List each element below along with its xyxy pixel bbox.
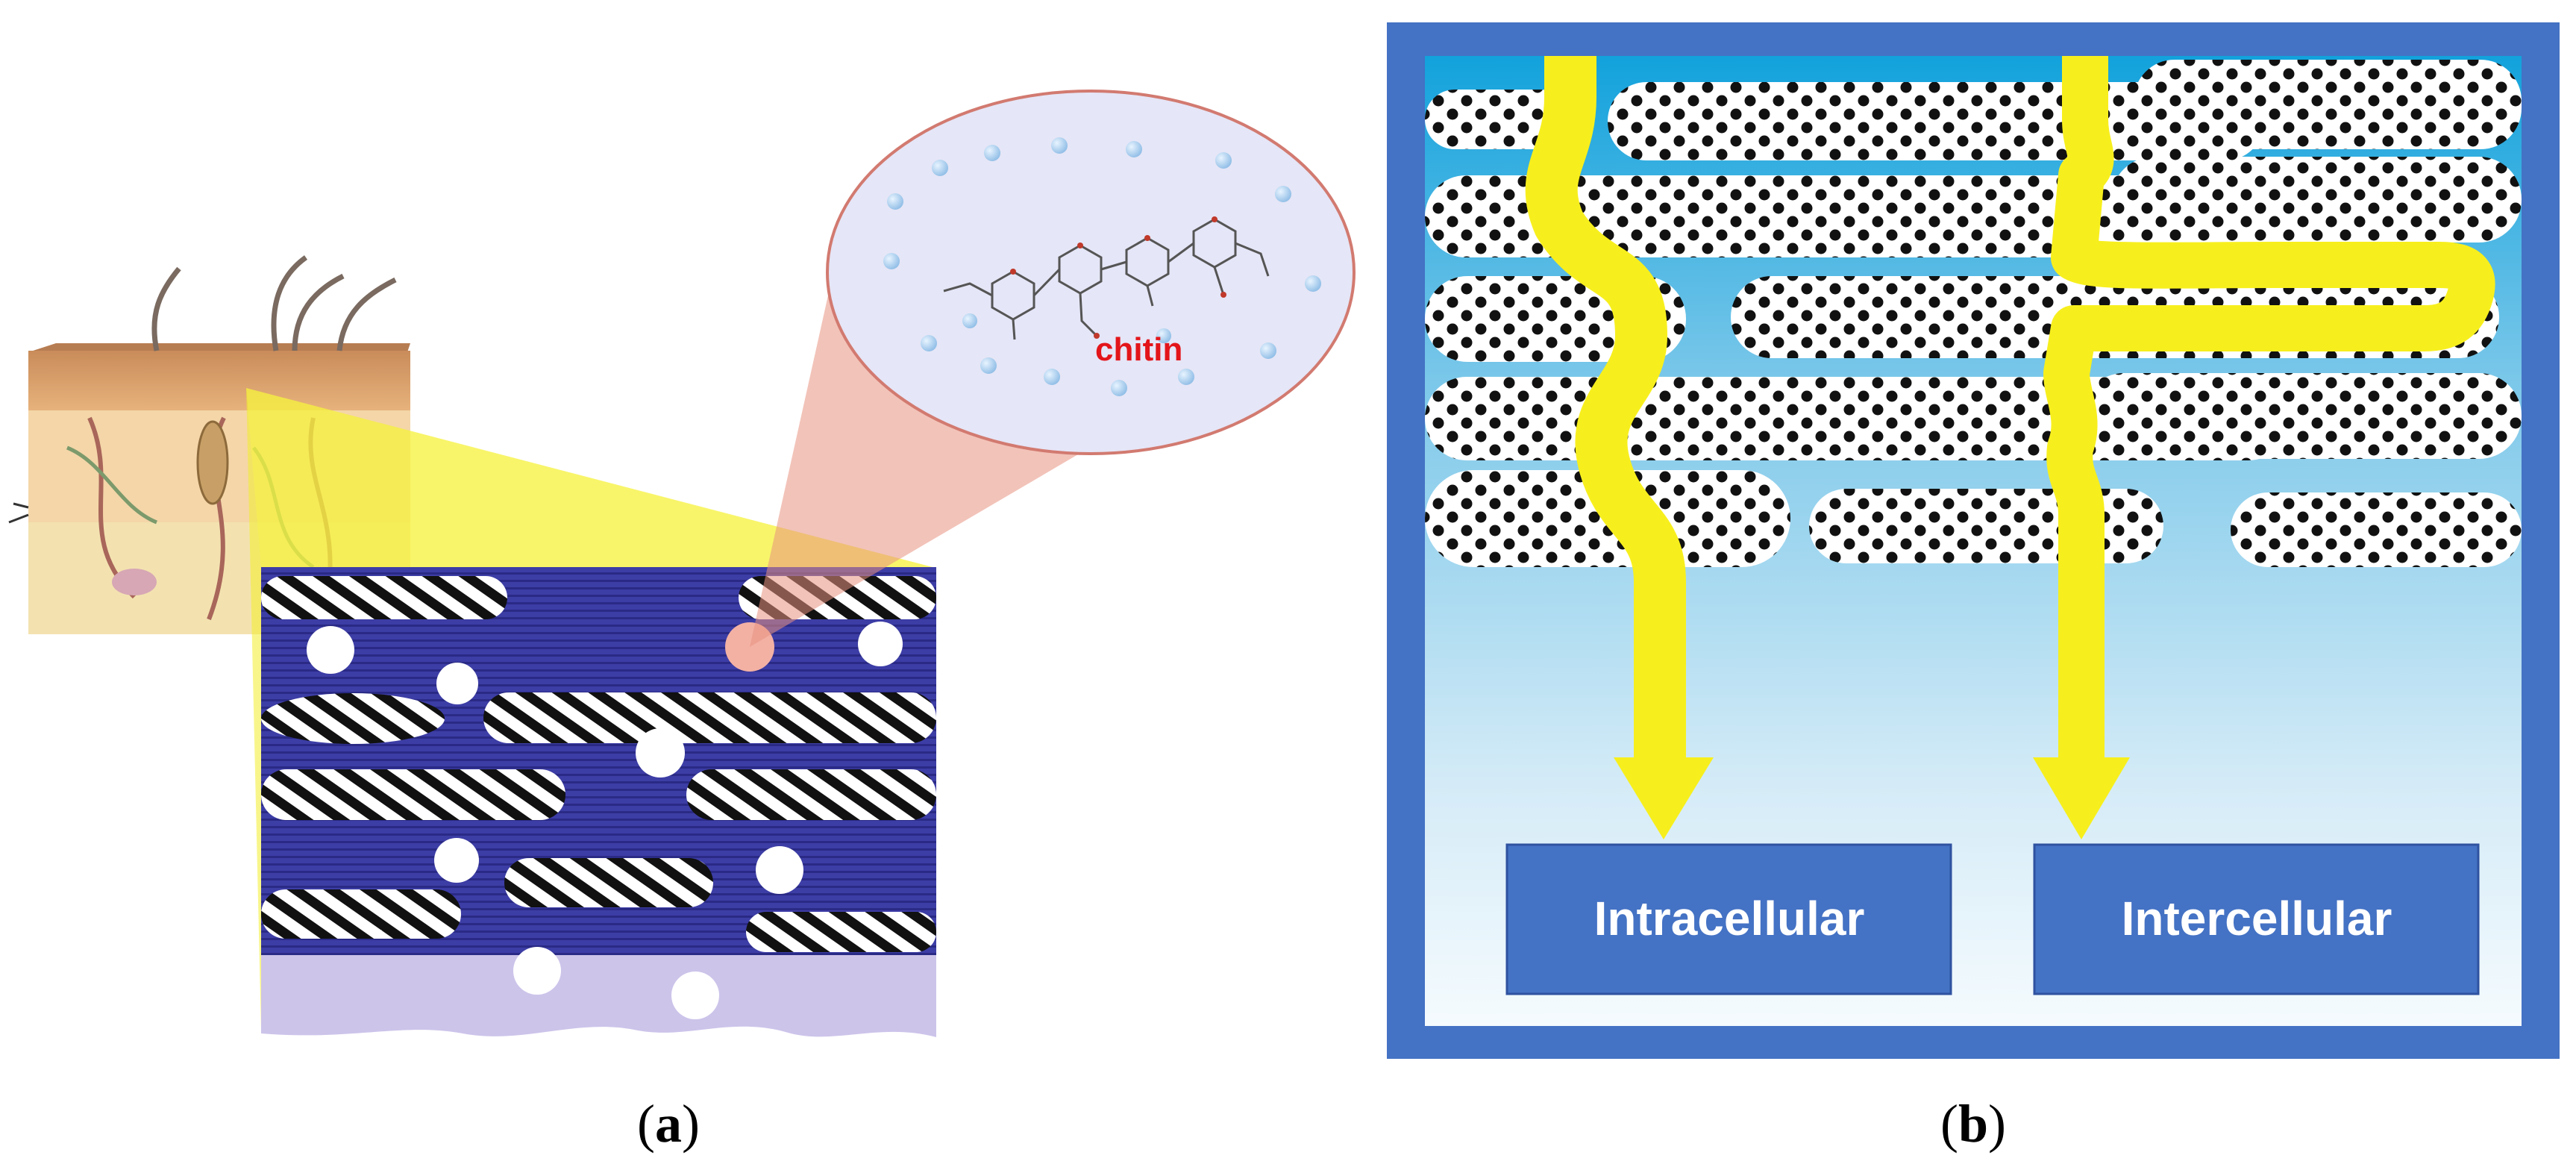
zoom-beam-yellow-top [246, 388, 933, 567]
magnified-chitin-circle: chitin [826, 90, 1356, 455]
panel-a-caption-letter: a [655, 1094, 682, 1154]
intercellular-label: Intercellular [2122, 892, 2392, 945]
panel-b-caption-close: ) [1988, 1094, 2006, 1154]
panel-a-caption-open: ( [637, 1094, 655, 1154]
panel-b-caption-open: ( [1940, 1094, 1958, 1154]
intercellular-arrow [2033, 56, 2495, 839]
intercellular-box: Intercellular [2033, 843, 2480, 995]
panel-a-caption-close: ) [682, 1094, 700, 1154]
intracellular-label: Intracellular [1594, 892, 1865, 945]
intracellular-arrow [1525, 56, 1714, 839]
panel-a: chitin (a) [8, 90, 1356, 1154]
panel-b-caption: (b) [1940, 1094, 2006, 1154]
stratum-corneum-block [261, 567, 936, 1037]
chitin-label: chitin [1095, 331, 1182, 368]
panel-b: Intracellular Intercellular (b) [1387, 22, 2560, 1154]
panel-b-caption-letter: b [1958, 1094, 1988, 1154]
intracellular-box: Intracellular [1505, 843, 1952, 995]
panel-a-caption: (a) [637, 1094, 700, 1154]
